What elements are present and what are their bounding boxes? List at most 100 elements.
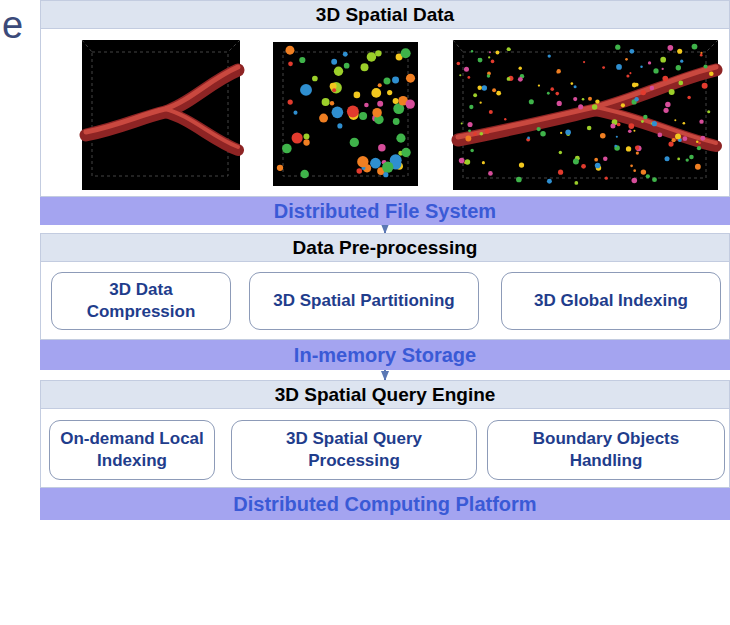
- sphere: [629, 72, 631, 74]
- sphere: [689, 155, 694, 160]
- platform-label: Distributed File System: [274, 200, 496, 223]
- spheres-image: [273, 42, 418, 186]
- sphere: [574, 85, 577, 88]
- flow-arrow: [384, 225, 386, 233]
- sphere: [293, 111, 297, 115]
- sphere: [480, 132, 484, 136]
- module-box: 3D Data Compression: [51, 272, 231, 330]
- sphere: [557, 101, 562, 106]
- sphere: [364, 103, 369, 108]
- sphere: [675, 133, 681, 139]
- sphere: [330, 101, 334, 105]
- sphere: [565, 129, 571, 135]
- sphere: [680, 60, 683, 63]
- section-heading: 3D Spatial Query Engine: [41, 381, 729, 409]
- sphere: [343, 52, 348, 57]
- sphere: [370, 158, 381, 169]
- platform-bar: In-memory Storage: [40, 340, 730, 370]
- sphere: [473, 93, 477, 97]
- sphere: [478, 58, 483, 63]
- sphere: [636, 151, 639, 154]
- module-box: 3D Global Indexing: [501, 272, 721, 330]
- sphere: [392, 77, 399, 84]
- sphere: [582, 98, 585, 101]
- sphere: [479, 102, 481, 104]
- sphere: [662, 68, 664, 70]
- sphere: [573, 159, 579, 165]
- sphere: [322, 98, 330, 106]
- sphere: [678, 81, 683, 86]
- sphere: [347, 106, 359, 118]
- sphere: [704, 64, 708, 68]
- module-label: 3D Spatial Partitioning: [273, 290, 454, 312]
- sphere: [496, 91, 501, 96]
- sphere: [610, 123, 615, 128]
- sphere: [547, 179, 552, 184]
- sphere: [677, 157, 680, 160]
- section-heading: Data Pre-processing: [41, 234, 729, 262]
- sphere: [625, 58, 628, 61]
- sphere: [632, 178, 638, 184]
- sphere: [471, 50, 473, 52]
- sphere: [555, 92, 559, 96]
- sphere: [485, 129, 490, 134]
- sphere: [473, 132, 477, 136]
- sphere: [653, 68, 658, 73]
- vessel: [86, 67, 716, 150]
- sphere: [491, 60, 495, 64]
- sphere: [382, 162, 393, 173]
- sphere: [648, 61, 651, 64]
- module-label: 3D Data Compression: [60, 279, 222, 323]
- sphere: [573, 97, 577, 101]
- sphere: [344, 63, 350, 69]
- sphere: [540, 131, 545, 136]
- module-label: Boundary Objects Handling: [496, 428, 716, 472]
- sphere: [614, 145, 620, 151]
- sphere: [652, 121, 657, 126]
- sphere: [696, 140, 699, 143]
- section-panel: 3D Data Compression 3D Spatial Partitioni…: [40, 233, 730, 340]
- sphere: [488, 56, 490, 58]
- sphere: [641, 169, 646, 174]
- sphere: [699, 120, 703, 124]
- sphere: [600, 133, 606, 139]
- sphere: [560, 132, 562, 134]
- sphere: [331, 59, 337, 65]
- sphere: [571, 82, 574, 85]
- sphere: [669, 89, 675, 95]
- sphere: [700, 54, 703, 57]
- sphere: [292, 132, 303, 143]
- sphere: [312, 76, 318, 82]
- sphere: [683, 136, 688, 141]
- sphere: [367, 52, 376, 61]
- sphere: [387, 90, 392, 95]
- sphere: [383, 77, 390, 84]
- sphere: [359, 112, 367, 120]
- sphere: [628, 129, 632, 133]
- sphere: [707, 110, 710, 113]
- sphere: [581, 164, 586, 169]
- sphere: [630, 164, 633, 167]
- module-box: Boundary Objects Handling: [487, 420, 725, 480]
- sphere: [633, 169, 636, 172]
- sphere: [304, 133, 310, 139]
- sphere: [641, 120, 644, 123]
- module-label: 3D Global Indexing: [534, 290, 688, 312]
- sphere: [372, 108, 382, 118]
- wireframe: [82, 40, 718, 178]
- slide-fragment: e: [2, 4, 23, 47]
- sphere: [332, 107, 344, 119]
- module-label: 3D Spatial Query Processing: [240, 428, 468, 472]
- sphere: [702, 83, 708, 89]
- sphere: [383, 172, 388, 177]
- sphere: [537, 127, 541, 131]
- sphere: [674, 119, 676, 121]
- sphere: [492, 88, 496, 92]
- sphere: [489, 51, 491, 53]
- sphere: [650, 86, 654, 90]
- sphere: [285, 46, 294, 55]
- sphere: [356, 168, 362, 174]
- sphere: [303, 139, 309, 145]
- module-box: 3D Spatial Partitioning: [249, 272, 479, 330]
